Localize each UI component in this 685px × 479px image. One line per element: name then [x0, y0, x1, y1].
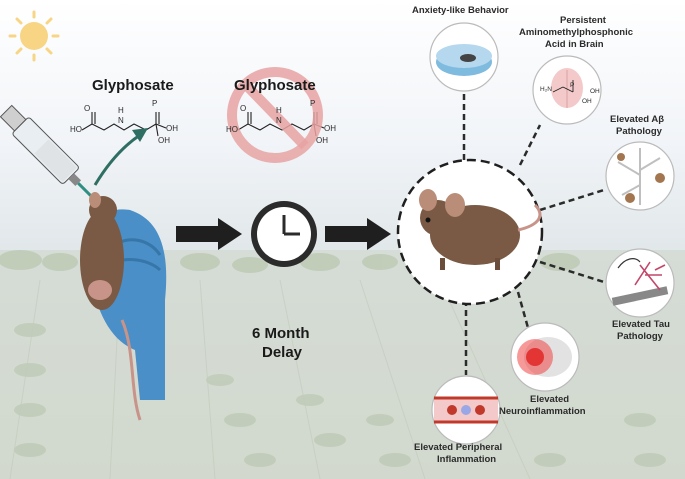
ampa-label-line3: Acid in Brain — [545, 39, 604, 50]
atom-p-brain: P — [570, 82, 575, 89]
neuroinflammation-icon — [510, 322, 580, 392]
atom-oh-right-1: OH — [324, 124, 336, 133]
glyphosate-label-right: Glyphosate — [234, 77, 316, 94]
atom-ho-left: HO — [70, 125, 82, 134]
atom-oh-brain-2: OH — [582, 98, 592, 105]
atom-o-left: O — [84, 104, 91, 113]
atom-p-right: P — [310, 99, 316, 108]
sun-icon — [8, 10, 60, 62]
atom-ho-right: HO — [226, 125, 238, 134]
mouse-icon-held — [80, 192, 142, 421]
atom-p-left: P — [152, 99, 158, 108]
delay-line1: 6 Month — [252, 325, 310, 342]
glyphosate-label-left: Glyphosate — [92, 77, 174, 94]
brain-icon — [532, 55, 602, 125]
atom-h2n-brain: H₂N — [540, 86, 552, 93]
central-mouse-circle — [396, 158, 544, 306]
neuro-label-line1: Elevated — [530, 394, 570, 405]
arrow-right — [325, 218, 391, 250]
atom-oh-right-2: OH — [316, 136, 328, 145]
tau-label-line2: Pathology — [617, 331, 663, 342]
tau-label-line1: Elevated Tau — [612, 319, 670, 330]
abeta-label-line1: Elevated Aβ — [610, 114, 665, 125]
atom-oh-brain-1: OH — [590, 88, 600, 95]
connectors — [462, 92, 605, 375]
neuro-label-line2: Neuroinflammation — [499, 406, 586, 417]
atom-o-right: O — [240, 104, 247, 113]
ampa-label-line2: Aminomethylphosphonic — [519, 27, 633, 38]
anxiety-dish-icon — [429, 22, 499, 92]
neuron-icon — [605, 141, 675, 211]
atom-h-right: H — [276, 106, 282, 115]
ampa-label-line1: Persistent — [560, 15, 606, 26]
periph-label-line1: Elevated Peripheral — [414, 442, 503, 453]
periph-label-line2: Inflammation — [437, 454, 497, 465]
anxiety-label: Anxiety-like Behavior — [412, 5, 509, 16]
clock-icon — [251, 201, 317, 267]
delay-line2: Delay — [262, 344, 303, 361]
atom-oh-left-2: OH — [158, 136, 170, 145]
atom-n-left: N — [118, 116, 124, 125]
abeta-label-line2: Pathology — [616, 126, 662, 137]
atom-h-left: H — [118, 106, 124, 115]
arrow-left — [176, 218, 242, 250]
peripheral-inflammation-icon — [431, 375, 501, 445]
glyphosate-structure-left — [81, 112, 167, 137]
prohibit-icon — [227, 67, 323, 163]
mouse-icon — [419, 189, 542, 270]
atom-oh-left-1: OH — [166, 124, 178, 133]
atom-n-right: N — [276, 116, 282, 125]
syringe-icon — [0, 104, 148, 198]
tau-icon — [605, 248, 675, 318]
